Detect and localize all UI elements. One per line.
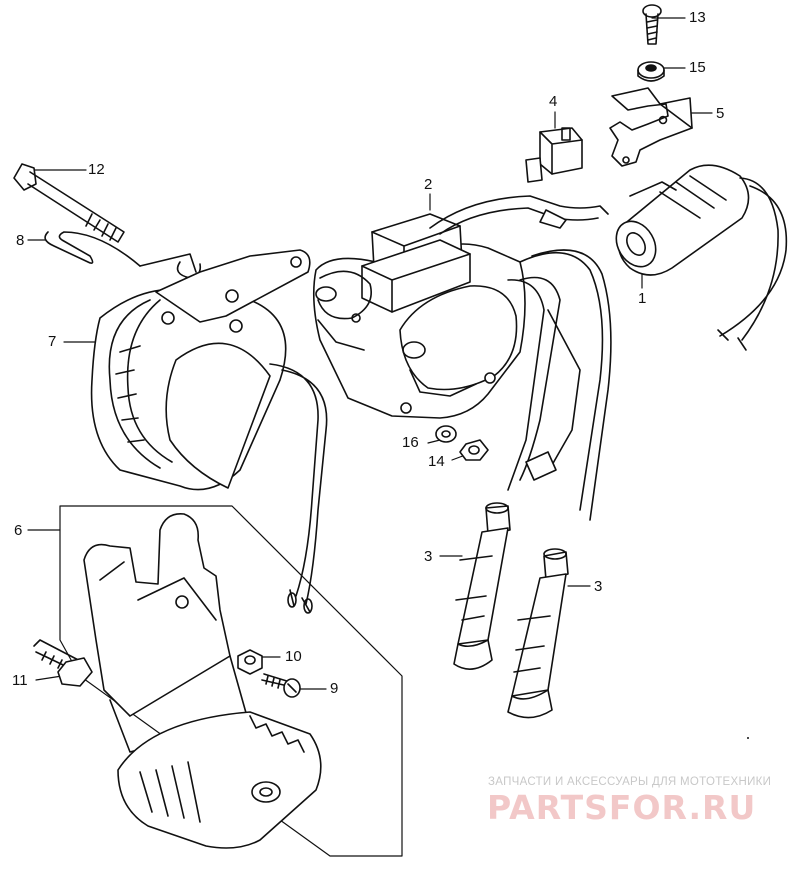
part-13-screw <box>642 4 662 45</box>
callout-16: 16 <box>402 434 419 451</box>
watermark-tagline: ЗАПЧАСТИ И АКСЕССУАРЫ ДЛЯ МОТОТЕХНИКИ <box>488 776 772 788</box>
speck <box>747 737 749 739</box>
part-6-regulator <box>83 513 322 849</box>
callout-4: 4 <box>549 93 558 110</box>
callout-6: 6 <box>14 522 23 539</box>
callout-3-left: 3 <box>424 548 433 565</box>
part-5-bracket <box>609 87 693 167</box>
callout-10: 10 <box>285 648 302 665</box>
part-8-clip <box>44 231 202 279</box>
part-11-bolt <box>33 639 93 687</box>
callout-12: 12 <box>88 161 105 178</box>
part-12-bolt <box>13 163 125 243</box>
callout-2: 2 <box>424 176 433 193</box>
part-14-nut <box>459 439 489 461</box>
callout-5: 5 <box>716 105 725 122</box>
callout-9: 9 <box>330 680 339 697</box>
watermark-brand: PARTSFOR.RU <box>487 788 757 827</box>
callout-1: 1 <box>638 290 647 307</box>
part-9-screw <box>261 673 301 698</box>
part-6-group-frame <box>59 505 403 857</box>
callout-8: 8 <box>16 232 25 249</box>
callout-3-right: 3 <box>594 578 603 595</box>
part-2-ignition-coil <box>312 195 612 521</box>
callout-15: 15 <box>689 59 706 76</box>
part-3-plug-cap-right <box>507 548 569 719</box>
part-4-connector <box>525 127 583 183</box>
callout-14: 14 <box>428 453 445 470</box>
part-16-washer <box>435 425 457 443</box>
part-10-nut <box>237 649 263 675</box>
part-3-plug-cap-left <box>453 502 511 670</box>
callout-7: 7 <box>48 333 57 350</box>
part-7-horn <box>90 249 328 614</box>
callout-13: 13 <box>689 9 706 26</box>
part-1-condenser <box>615 164 788 351</box>
callout-11: 11 <box>12 672 28 689</box>
part-15-washer <box>637 61 665 82</box>
